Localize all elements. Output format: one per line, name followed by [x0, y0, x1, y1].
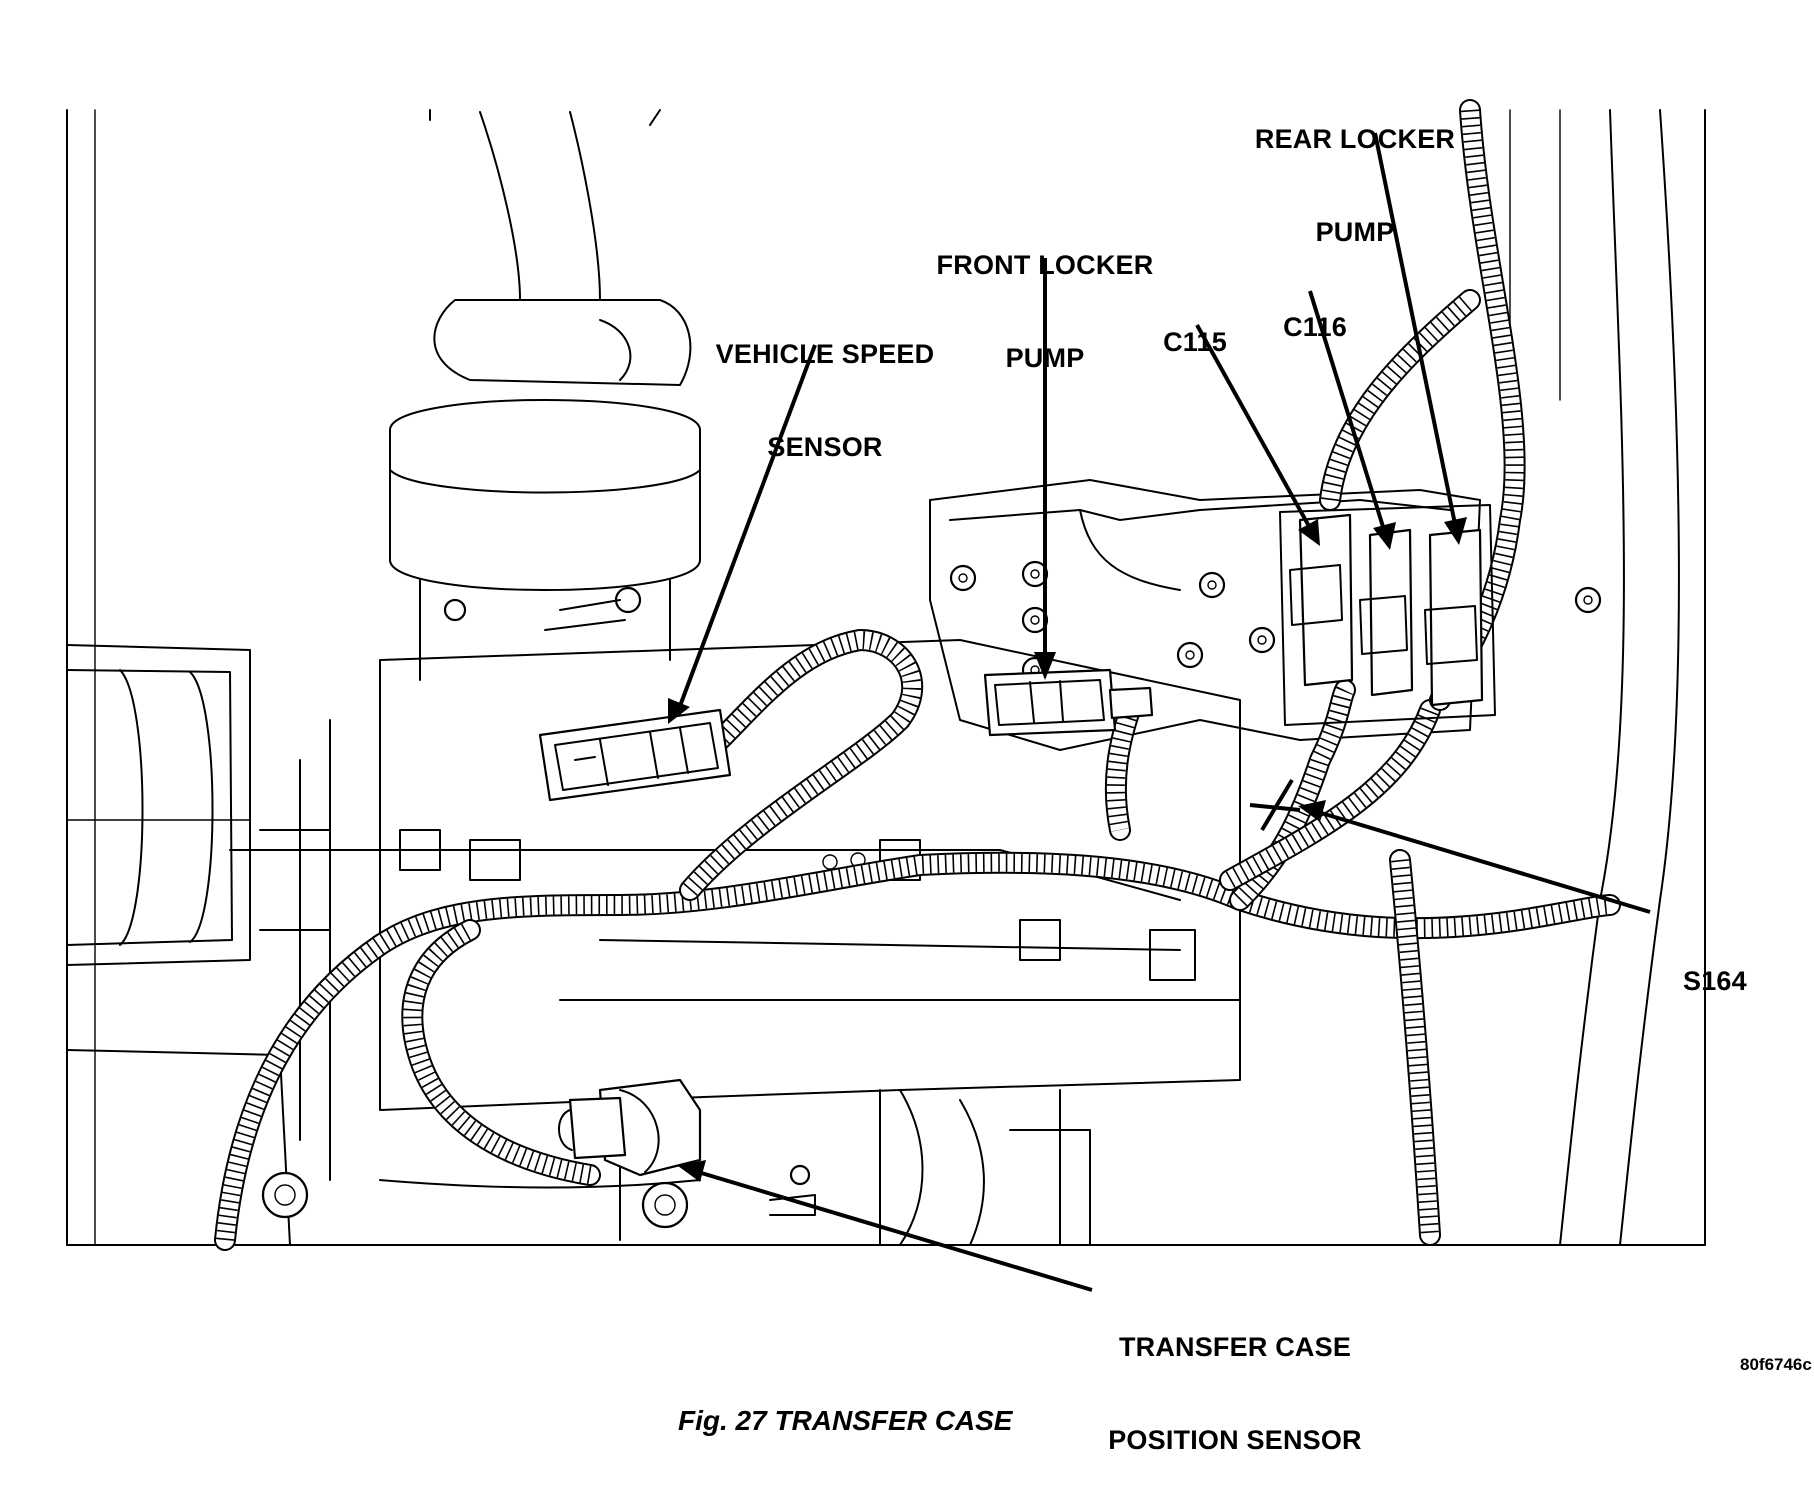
label-s164-text: S164	[1683, 966, 1747, 996]
label-vehicle-speed-sensor: VEHICLE SPEED SENSOR	[695, 277, 955, 494]
label-tcps-line1: TRANSFER CASE	[1118, 1332, 1352, 1362]
figure-code: 80f6746c	[1740, 1355, 1812, 1374]
right-frame-rail	[1509, 109, 1706, 1246]
driveshaft	[389, 109, 701, 681]
connector-block	[1279, 504, 1496, 726]
label-c116-text: C116	[1283, 312, 1347, 342]
label-front-locker-pump: FRONT LOCKER PUMP	[915, 188, 1175, 405]
label-c115: C115	[1140, 265, 1250, 389]
figure-caption: Fig. 27 TRANSFER CASE	[678, 1405, 1013, 1436]
label-s164: S164	[1683, 904, 1783, 1028]
transfer-case-housing	[229, 639, 1241, 1246]
label-rear-locker-pump: REAR LOCKER PUMP	[1235, 62, 1475, 279]
splice-s164	[1249, 778, 1301, 832]
label-vehicle-speed-sensor-line2: SENSOR	[767, 432, 883, 462]
leader-lines	[668, 132, 1651, 1292]
label-rear-locker-pump-line2: PUMP	[1315, 217, 1395, 247]
label-vehicle-speed-sensor-line1: VEHICLE SPEED	[715, 339, 935, 369]
vehicle-speed-sensor-connector	[538, 708, 732, 802]
label-front-locker-pump-line1: FRONT LOCKER	[936, 250, 1154, 280]
label-c116: C116	[1260, 250, 1370, 374]
label-transfer-case-position-sensor: TRANSFER CASE POSITION SENSOR	[1090, 1270, 1380, 1487]
label-rear-locker-pump-line1: REAR LOCKER	[1254, 124, 1456, 154]
label-tcps-line2: POSITION SENSOR	[1108, 1425, 1362, 1455]
label-front-locker-pump-line2: PUMP	[1005, 343, 1085, 373]
label-c115-text: C115	[1163, 327, 1227, 357]
frame-rail	[66, 644, 291, 1246]
transfer-case-position-sensor	[558, 1078, 702, 1177]
front-locker-pump-connector	[983, 668, 1154, 737]
